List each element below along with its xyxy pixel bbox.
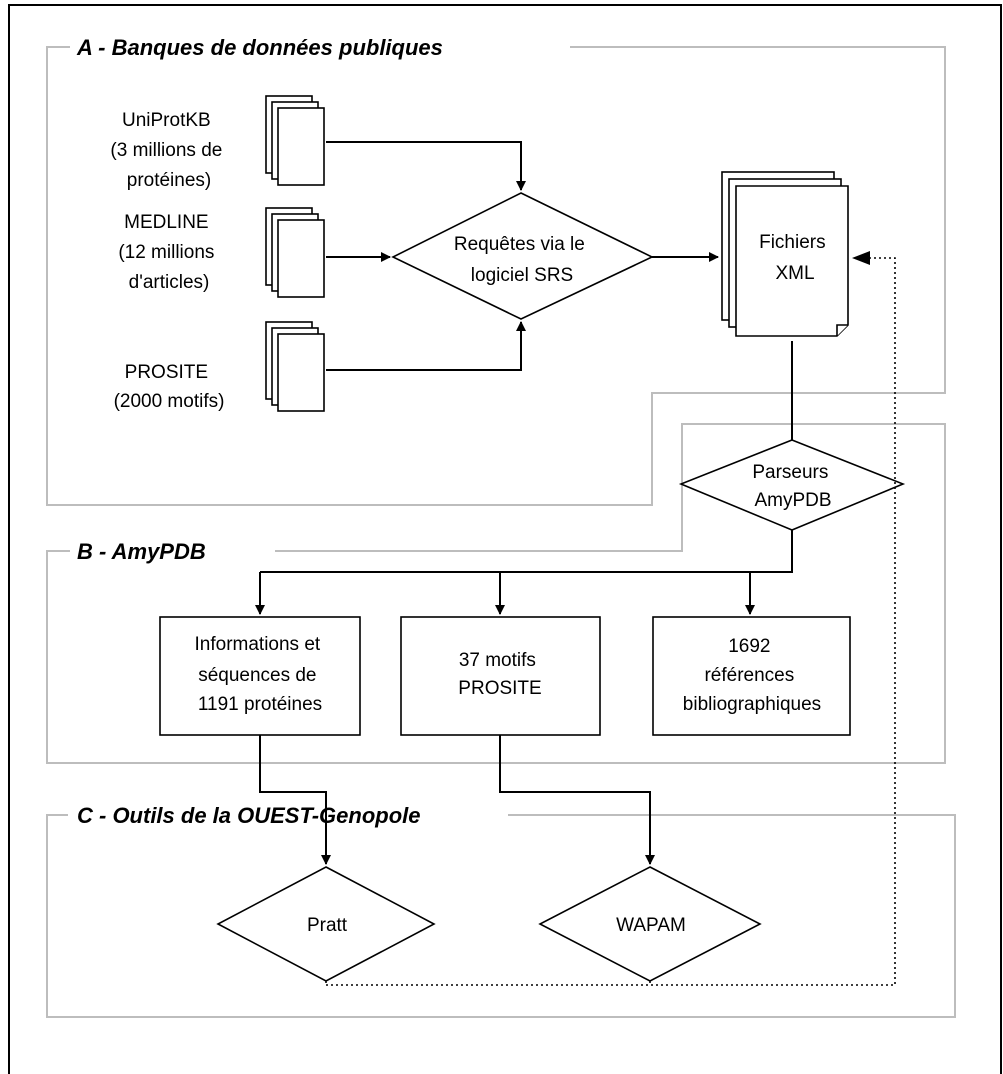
medline-documents-icon	[265, 207, 325, 298]
pratt-label: Pratt	[307, 915, 348, 936]
section-a-heading-bg	[70, 33, 570, 61]
section-b-title: B - AmyPDB	[77, 539, 206, 564]
outer-border	[8, 4, 1002, 1074]
section-c-heading-bg	[70, 801, 506, 829]
srs-query-label: Requêtes via le logiciel SRS	[454, 234, 590, 286]
section-b-heading-bg	[70, 537, 275, 565]
proteins-to-pratt-connector	[259, 735, 331, 865]
srs-query-diamond	[391, 192, 654, 320]
wapam-label: WAPAM	[616, 915, 686, 936]
references-box	[652, 616, 851, 736]
references-label: 1692 références bibliographiques	[683, 636, 821, 715]
parsers-label: Parseurs AmyPDB	[752, 462, 833, 511]
parsers-diamond	[678, 439, 906, 531]
uniprotkb-to-query-connector	[326, 141, 526, 191]
proteins-label: Informations et séquences de 1191 protéi…	[195, 634, 326, 715]
motifs-label: 37 motifs PROSITE	[458, 650, 541, 699]
parsers-to-outputs-connector	[260, 530, 793, 573]
prosite-documents-icon	[265, 321, 325, 412]
prosite-to-query-connector	[326, 321, 526, 371]
section-b-frame	[46, 423, 946, 764]
feedback-arrowhead	[852, 251, 870, 265]
motifs-to-wapam-connector	[499, 735, 655, 865]
uniprotkb-documents-icon	[265, 95, 325, 186]
database-label-medline: MEDLINE (12 millions d'articles)	[118, 212, 219, 293]
section-c-frame	[46, 814, 956, 1018]
section-a-title: A - Banques de données publiques	[76, 35, 443, 60]
xml-files-icon	[721, 171, 849, 337]
motifs-box	[400, 616, 601, 736]
section-a-frame	[46, 46, 946, 506]
database-label-uniprotkb: UniProtKB (3 millions de protéines)	[110, 110, 227, 191]
xml-files-label: Fichiers XML	[759, 232, 831, 284]
section-c-title: C - Outils de la OUEST-Genopole	[77, 803, 420, 828]
proteins-box	[159, 616, 361, 736]
database-label-prosite: PROSITE (2000 motifs)	[114, 362, 225, 412]
